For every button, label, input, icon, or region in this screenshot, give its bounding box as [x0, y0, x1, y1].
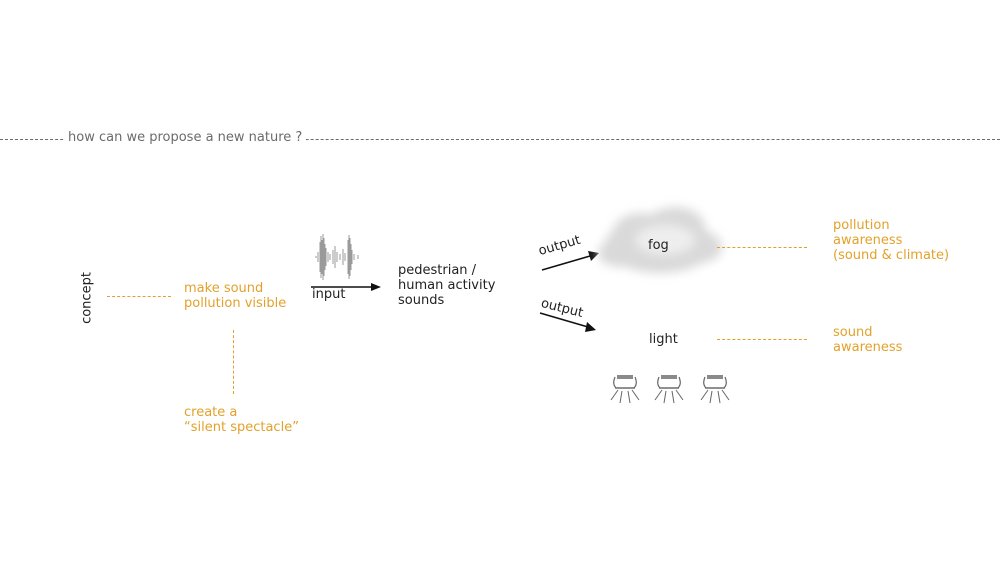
element-fog: fog — [648, 238, 669, 253]
output-arrow-light — [539, 312, 596, 332]
result-fog: pollution awareness (sound & climate) — [833, 218, 950, 263]
input-label: input — [312, 287, 346, 302]
concept-connector — [107, 296, 171, 297]
header-divider — [0, 139, 1000, 140]
source-text: pedestrian / human activity sounds — [398, 263, 496, 308]
sound-wave-icon — [315, 234, 359, 280]
fog-connector — [717, 247, 807, 248]
spotlight-icon — [654, 375, 684, 404]
concept-sub: create a “silent spectacle” — [184, 405, 299, 435]
concept-sub-connector — [233, 330, 234, 394]
output-arrow-fog — [541, 251, 599, 271]
concept-label: concept — [79, 272, 95, 324]
input-arrow — [311, 283, 381, 291]
element-light: light — [649, 332, 678, 347]
header-question: how can we propose a new nature ? — [64, 130, 307, 146]
spotlight-icon — [610, 375, 640, 404]
light-connector — [717, 339, 807, 340]
result-light: sound awareness — [833, 325, 903, 355]
cloud-icon — [598, 207, 722, 273]
concept-main: make sound pollution visible — [184, 281, 287, 311]
spotlight-icon — [700, 375, 730, 404]
